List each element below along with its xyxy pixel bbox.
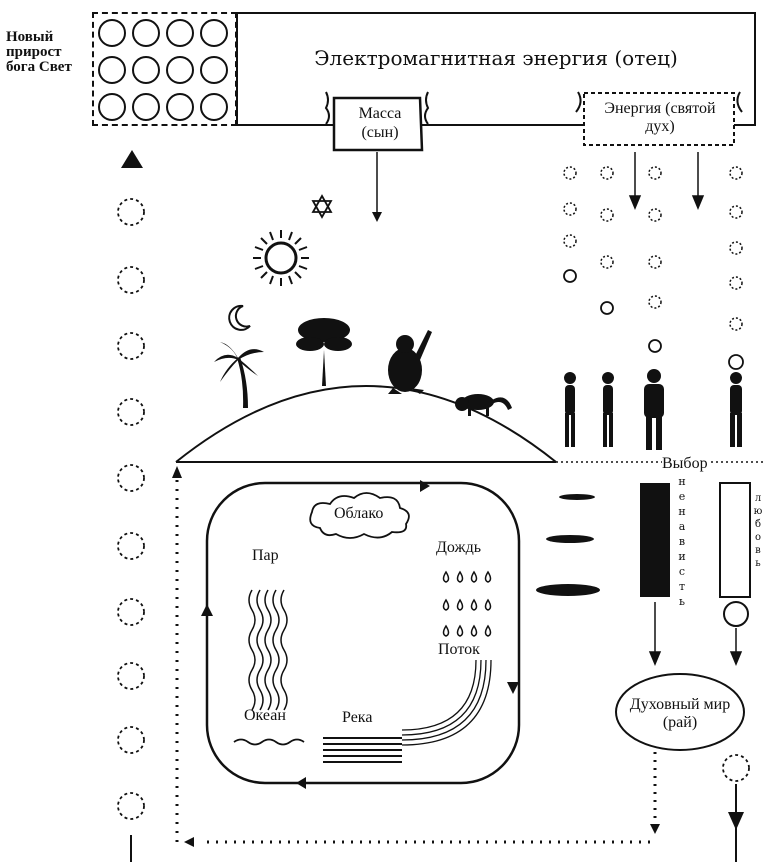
palm-tree-icon bbox=[214, 342, 264, 408]
gorilla-icon bbox=[388, 330, 432, 394]
earth-arc bbox=[176, 386, 556, 462]
human-figure bbox=[644, 369, 664, 450]
triangle-up-icon bbox=[121, 150, 143, 168]
acacia-tree-icon bbox=[296, 318, 352, 386]
love-letter: ь bbox=[753, 557, 763, 570]
ocean-label: Океан bbox=[244, 708, 286, 724]
river-lines bbox=[323, 738, 402, 762]
monkey-icon bbox=[455, 394, 512, 416]
energy-label: Энергия (святой дух) bbox=[588, 100, 732, 136]
grid-circles bbox=[99, 20, 227, 120]
hate-letter: н bbox=[676, 504, 688, 519]
spiritual-world-label: Духовный мир (рай) bbox=[620, 696, 740, 732]
love-letter: ю bbox=[753, 505, 763, 518]
human-figure bbox=[730, 372, 742, 447]
stream-lines bbox=[402, 660, 491, 745]
hate-letter: т bbox=[676, 579, 688, 594]
ocean-waves bbox=[234, 740, 304, 745]
mass-label: Масса (сын) bbox=[341, 104, 419, 142]
river-label: Река bbox=[342, 710, 372, 726]
hate-letters: н е н а в и с т ь bbox=[676, 474, 688, 609]
raindrops bbox=[444, 572, 491, 636]
hate-letter: и bbox=[676, 549, 688, 564]
sun-icon bbox=[253, 230, 309, 286]
stream-label: Поток bbox=[438, 642, 480, 658]
love-letter: о bbox=[753, 531, 763, 544]
hate-letter: ь bbox=[676, 594, 688, 609]
love-bar bbox=[720, 483, 750, 597]
energy-solid-particles bbox=[564, 270, 743, 369]
love-letter: л bbox=[753, 492, 763, 505]
human-figures bbox=[564, 369, 742, 450]
energy-arrows bbox=[630, 152, 703, 208]
hate-letter: н bbox=[676, 474, 688, 489]
energy-particles bbox=[564, 167, 742, 330]
human-figure bbox=[602, 372, 614, 447]
love-letters: л ю б о в ь bbox=[753, 492, 763, 570]
hate-letter: е bbox=[676, 489, 688, 504]
hate-letter: а bbox=[676, 519, 688, 534]
hate-letter: в bbox=[676, 534, 688, 549]
star-icon bbox=[313, 196, 331, 217]
cloud-label: Облако bbox=[334, 506, 383, 522]
moon-icon bbox=[229, 306, 250, 330]
steam-label: Пар bbox=[252, 548, 279, 564]
love-circle bbox=[724, 602, 748, 626]
rain-label: Дождь bbox=[436, 540, 481, 556]
hate-bar bbox=[640, 483, 670, 597]
love-letter: в bbox=[753, 544, 763, 557]
love-letter: б bbox=[753, 518, 763, 531]
hate-letter: с bbox=[676, 564, 688, 579]
choice-label: Выбор bbox=[662, 456, 708, 472]
left-circle-column bbox=[118, 199, 144, 819]
human-figure bbox=[564, 372, 576, 447]
lying-figures bbox=[536, 494, 600, 596]
steam-lines bbox=[249, 590, 287, 710]
